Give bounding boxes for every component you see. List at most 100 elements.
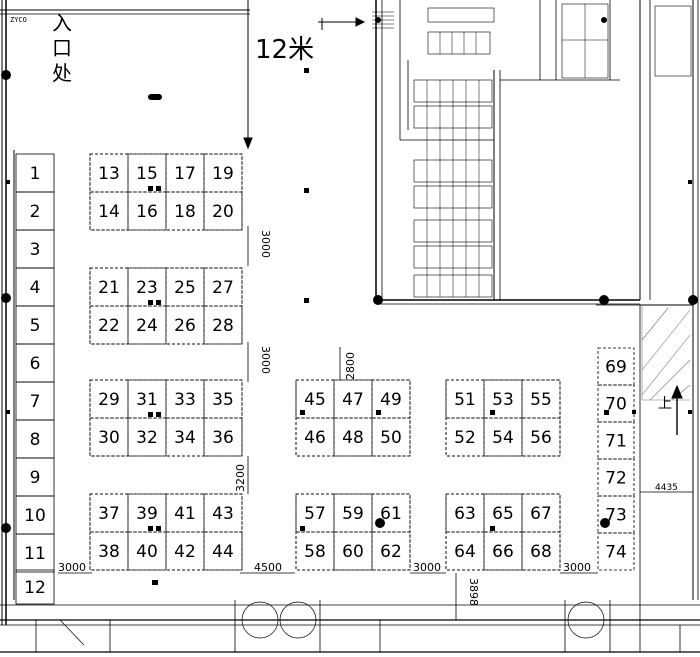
booth-69[interactable]: 69 <box>597 347 635 386</box>
booth-59[interactable]: 59 <box>333 493 373 533</box>
booth-54[interactable]: 54 <box>483 417 523 457</box>
booth-11[interactable]: 11 <box>15 533 55 573</box>
booth-number: 70 <box>605 395 627 415</box>
booth-26[interactable]: 26 <box>165 305 205 345</box>
booth-71[interactable]: 71 <box>597 421 635 460</box>
booth-19[interactable]: 19 <box>203 153 243 193</box>
booth-70[interactable]: 70 <box>597 384 635 423</box>
booth-number: 59 <box>342 504 364 524</box>
booth-51[interactable]: 51 <box>445 379 485 419</box>
booth-24[interactable]: 24 <box>127 305 167 345</box>
booth-number: 32 <box>136 428 158 448</box>
booth-number: 19 <box>212 164 234 184</box>
booth-number: 41 <box>174 504 196 524</box>
booth-5[interactable]: 5 <box>15 305 55 345</box>
booth-66[interactable]: 66 <box>483 531 523 571</box>
booth-number: 53 <box>492 390 514 410</box>
booth-number: 55 <box>530 390 552 410</box>
booth-60[interactable]: 60 <box>333 531 373 571</box>
booth-outline <box>371 379 411 419</box>
booth-34[interactable]: 34 <box>165 417 205 457</box>
booth-20[interactable]: 20 <box>203 191 243 231</box>
booth-outline <box>203 531 243 571</box>
booth-14[interactable]: 14 <box>89 191 129 231</box>
booth-64[interactable]: 64 <box>445 531 485 571</box>
booth-9[interactable]: 9 <box>15 457 55 497</box>
booth-marker <box>148 186 153 191</box>
booth-outline <box>203 417 243 457</box>
booth-12[interactable]: 12 <box>15 569 55 605</box>
booth-outline <box>203 267 243 307</box>
booth-72[interactable]: 72 <box>597 458 635 497</box>
booth-42[interactable]: 42 <box>165 531 205 571</box>
booth-46[interactable]: 46 <box>295 417 335 457</box>
booth-number: 45 <box>304 390 326 410</box>
booth-74[interactable]: 74 <box>597 532 635 571</box>
booth-number: 51 <box>454 390 476 410</box>
booth-outline <box>521 417 561 457</box>
booth-41[interactable]: 41 <box>165 493 205 533</box>
booth-47[interactable]: 47 <box>333 379 373 419</box>
booth-61[interactable]: 61 <box>371 493 411 533</box>
booth-number: 57 <box>304 504 326 524</box>
booth-number: 40 <box>136 542 158 562</box>
entrance-label-3: 处 <box>52 61 72 85</box>
booth-4[interactable]: 4 <box>15 267 55 307</box>
booth-52[interactable]: 52 <box>445 417 485 457</box>
entrance-label-1: 入 <box>52 11 72 35</box>
booth-48[interactable]: 48 <box>333 417 373 457</box>
booth-marker <box>148 412 153 417</box>
booth-22[interactable]: 22 <box>89 305 129 345</box>
booth-number: 47 <box>342 390 364 410</box>
booth-marker <box>300 526 305 531</box>
restroom-stall-dividers <box>426 4 608 297</box>
booth-25[interactable]: 25 <box>165 267 205 307</box>
booth-number: 26 <box>174 316 196 336</box>
booth-8[interactable]: 8 <box>15 419 55 459</box>
booth-49[interactable]: 49 <box>371 379 411 419</box>
booth-27[interactable]: 27 <box>203 267 243 307</box>
booth-68[interactable]: 68 <box>521 531 561 571</box>
booth-17[interactable]: 17 <box>165 153 205 193</box>
booth-2[interactable]: 2 <box>15 191 55 231</box>
booth-50[interactable]: 50 <box>371 417 411 457</box>
booth-28[interactable]: 28 <box>203 305 243 345</box>
booth-29[interactable]: 29 <box>89 379 129 419</box>
booth-16[interactable]: 16 <box>127 191 167 231</box>
booth-number: 31 <box>136 390 158 410</box>
booth-32[interactable]: 32 <box>127 417 167 457</box>
booth-58[interactable]: 58 <box>295 531 335 571</box>
booth-21[interactable]: 21 <box>89 267 129 307</box>
booth-35[interactable]: 35 <box>203 379 243 419</box>
booth-3[interactable]: 3 <box>15 229 55 269</box>
booth-63[interactable]: 63 <box>445 493 485 533</box>
booth-1[interactable]: 1 <box>15 153 55 193</box>
booth-6[interactable]: 6 <box>15 343 55 383</box>
booth-outline <box>371 417 411 457</box>
booth-7[interactable]: 7 <box>15 381 55 421</box>
booth-number: 24 <box>136 316 158 336</box>
booth-38[interactable]: 38 <box>89 531 129 571</box>
booth-43[interactable]: 43 <box>203 493 243 533</box>
booth-number: 39 <box>136 504 158 524</box>
booth-65[interactable]: 65 <box>483 493 523 533</box>
booth-33[interactable]: 33 <box>165 379 205 419</box>
booth-56[interactable]: 56 <box>521 417 561 457</box>
booth-36[interactable]: 36 <box>203 417 243 457</box>
booth-18[interactable]: 18 <box>165 191 205 231</box>
booth-outline <box>371 531 411 571</box>
booth-62[interactable]: 62 <box>371 531 411 571</box>
booth-55[interactable]: 55 <box>521 379 561 419</box>
booth-40[interactable]: 40 <box>127 531 167 571</box>
booth-44[interactable]: 44 <box>203 531 243 571</box>
booth-10[interactable]: 10 <box>15 495 55 535</box>
booth-number: 64 <box>454 542 476 562</box>
booth-number: 58 <box>304 542 326 562</box>
stairs-label: 上 <box>658 396 672 412</box>
booth-13[interactable]: 13 <box>89 153 129 193</box>
dim-right-4435: 4435 <box>655 483 678 493</box>
booth-37[interactable]: 37 <box>89 493 129 533</box>
booth-53[interactable]: 53 <box>483 379 523 419</box>
booth-67[interactable]: 67 <box>521 493 561 533</box>
booth-30[interactable]: 30 <box>89 417 129 457</box>
